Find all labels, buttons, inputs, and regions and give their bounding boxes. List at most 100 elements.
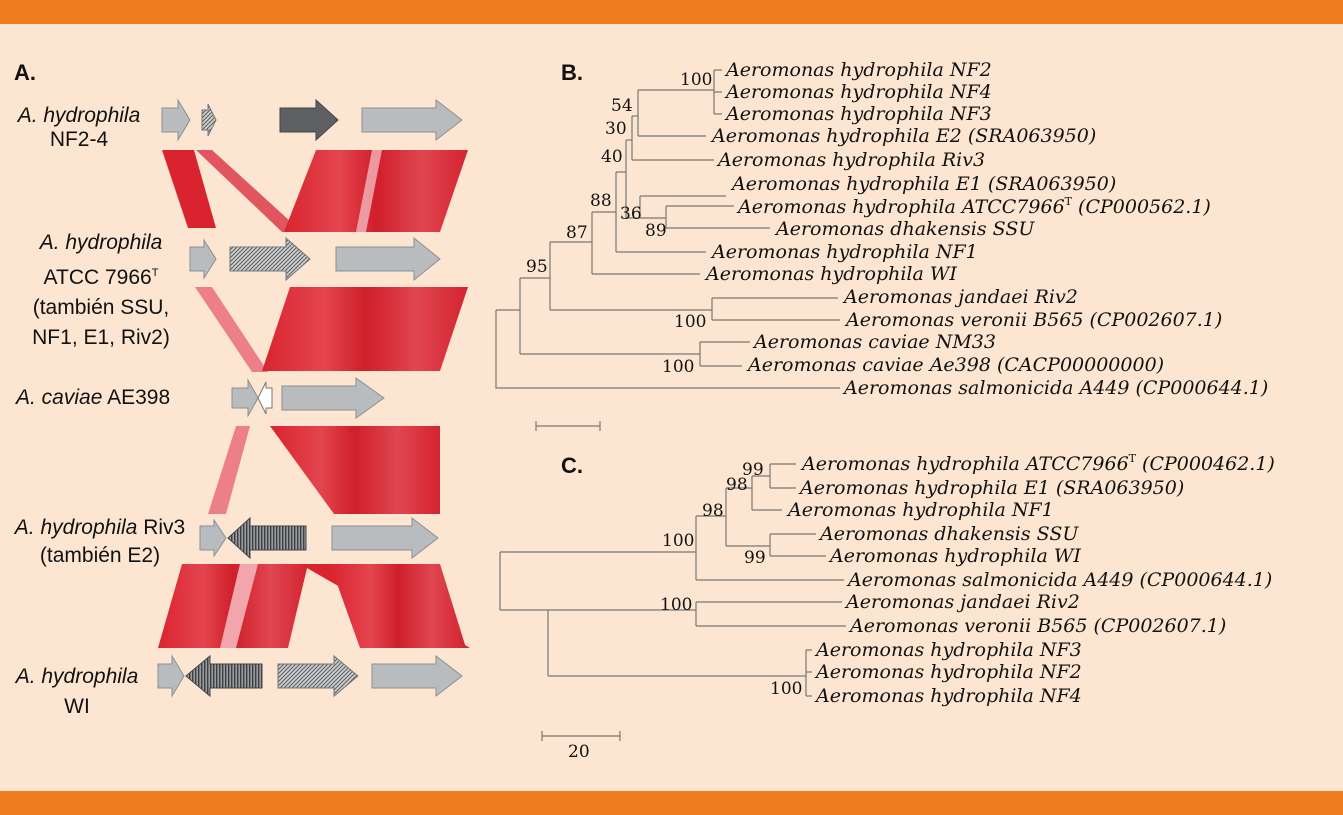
tree-branch <box>495 310 840 389</box>
type-strain-sup: T <box>1129 452 1137 465</box>
gene-arrow <box>201 103 217 137</box>
bootstrap-value: 98 <box>726 475 748 495</box>
panel-b-letter: B. <box>561 60 583 85</box>
taxon-label: Aeromonas hydrophila NF4 <box>814 685 1082 707</box>
tree-b-labels: Aeromonas hydrophila NF2 Aeromonas hydro… <box>526 59 1268 399</box>
scale-bar-label: 20 <box>568 742 590 762</box>
strain-id: AE398 <box>102 386 171 409</box>
taxon-label: Aeromonas jandaei Riv2 <box>842 286 1078 308</box>
synteny-band <box>356 150 382 232</box>
gene-arrow <box>371 654 463 698</box>
taxon-label: Aeromonas hydrophila ATCC7966T (CP000462… <box>800 452 1275 475</box>
strain-name: A. hydrophila <box>14 516 138 539</box>
synteny-band <box>262 287 468 371</box>
bootstrap-value: 95 <box>526 257 548 277</box>
bootstrap-value: 40 <box>601 147 623 167</box>
strain-label-atcc: A. hydrophila ATCC 7966T (también SSU, N… <box>14 228 188 353</box>
bootstrap-value: 100 <box>770 679 802 699</box>
bottom-orange-band <box>0 791 1343 815</box>
taxon-label: Aeromonas hydrophila E2 (SRA063950) <box>710 125 1096 147</box>
strain-id: Riv3 <box>137 516 186 539</box>
strain-label-nf24: A. hydrophila NF2-4 <box>4 104 154 152</box>
taxon-label: Aeromonas hydrophila E1 (SRA063950) <box>798 477 1184 499</box>
gene-arrow <box>229 236 311 282</box>
gene-arrows <box>157 98 463 698</box>
gene-arrow <box>331 516 439 560</box>
synteny-band <box>220 564 258 648</box>
strain-name: A. hydrophila <box>15 665 139 688</box>
strain-label-caviae: A. caviae AE398 <box>16 386 200 410</box>
panel-a-letter: A. <box>14 60 36 85</box>
gene-arrow <box>335 236 441 282</box>
taxon-label: Aeromonas hydrophila NF3 <box>724 103 992 125</box>
bootstrap-value: 100 <box>662 531 694 551</box>
bootstrap-value: 100 <box>674 312 706 332</box>
bootstrap-value: 100 <box>660 595 692 615</box>
taxon-label: Aeromonas hydrophila ATCC7966T (CP000562… <box>736 195 1211 218</box>
taxon-label: Aeromonas salmonicida A449 (CP000644.1) <box>842 377 1268 399</box>
synteny-band <box>330 564 466 648</box>
strain-sub: (también SSU, <box>32 296 170 319</box>
taxon-name: Aeromonas hydrophila ATCC7966 <box>800 453 1129 475</box>
synteny-band <box>195 287 268 372</box>
synteny-band <box>270 426 440 514</box>
type-strain-sup: T <box>1065 195 1073 208</box>
bootstrap-value: 99 <box>742 460 764 480</box>
scale-bar <box>535 421 601 431</box>
gene-arrow <box>157 654 185 698</box>
strain-sub: NF2-4 <box>49 128 109 151</box>
tree-c <box>499 463 846 741</box>
scale-bar <box>541 731 621 741</box>
bootstrap-value: 89 <box>645 221 667 241</box>
strain-name: A. caviae <box>16 386 103 409</box>
bootstrap-value: 99 <box>744 548 766 568</box>
top-orange-band <box>0 0 1343 24</box>
taxon-label: Aeromonas hydrophila Riv3 <box>716 149 985 171</box>
taxon-label: Aeromonas hydrophila NF1 <box>786 499 1054 521</box>
strain-name: A. hydrophila <box>39 231 163 254</box>
taxon-label: Aeromonas hydrophila NF4 <box>724 81 992 103</box>
synteny-bands <box>158 150 470 648</box>
taxon-label: Aeromonas veronii B565 (CP002607.1) <box>848 615 1226 637</box>
bootstrap-value: 100 <box>662 357 694 377</box>
taxon-label: Aeromonas hydrophila WI <box>828 545 1081 567</box>
taxon-label: Aeromonas dhakensis SSU <box>774 218 1035 240</box>
bootstrap-value: 36 <box>620 204 642 224</box>
bootstrap-value: 30 <box>605 119 627 139</box>
gene-arrow <box>199 518 227 558</box>
type-strain-sup: T <box>151 267 159 279</box>
gene-arrow <box>231 378 259 418</box>
taxon-label: Aeromonas hydrophila WI <box>704 263 957 285</box>
gene-arrow <box>361 98 463 142</box>
taxon-label: Aeromonas hydrophila E1 (SRA063950) <box>730 173 1116 195</box>
strain-sub: WI <box>64 695 90 718</box>
strain-label-wi: A. hydrophila WI <box>4 662 150 722</box>
tree-c-labels: Aeromonas hydrophila ATCC7966T (CP000462… <box>568 452 1275 762</box>
gene-arrow <box>279 98 339 142</box>
bootstrap-value: 88 <box>590 191 612 211</box>
taxon-label: Aeromonas veronii B565 (CP002607.1) <box>844 309 1222 331</box>
gene-arrow <box>277 654 359 698</box>
synteny-band <box>196 150 302 232</box>
strain-label-riv3: A. hydrophila Riv3 (también E2) <box>2 514 198 570</box>
taxon-label: Aeromonas hydrophila NF2 <box>814 661 1082 683</box>
taxon-label: Aeromonas hydrophila NF3 <box>814 639 1082 661</box>
taxon-label: Aeromonas salmonicida A449 (CP000644.1) <box>846 569 1272 591</box>
bootstrap-value: 54 <box>611 96 633 116</box>
bootstrap-value: 87 <box>566 223 588 243</box>
synteny-band <box>284 150 468 232</box>
taxon-name: Aeromonas hydrophila ATCC7966 <box>736 196 1065 218</box>
taxon-label: Aeromonas hydrophila NF2 <box>724 59 992 81</box>
bootstrap-value: 98 <box>702 501 724 521</box>
strain-sub: NF1, E1, Riv2) <box>32 326 170 349</box>
taxon-label: Aeromonas caviae NM33 <box>752 331 996 353</box>
strain-sub: ATCC 7966 <box>43 266 152 289</box>
accession: (CP000562.1) <box>1072 196 1211 218</box>
taxon-label: Aeromonas hydrophila NF1 <box>710 241 978 263</box>
gene-arrow <box>227 516 307 560</box>
gene-arrow <box>161 98 191 142</box>
taxon-label: Aeromonas caviae Ae398 (CACP00000000) <box>746 354 1164 376</box>
gene-arrow <box>281 377 385 419</box>
